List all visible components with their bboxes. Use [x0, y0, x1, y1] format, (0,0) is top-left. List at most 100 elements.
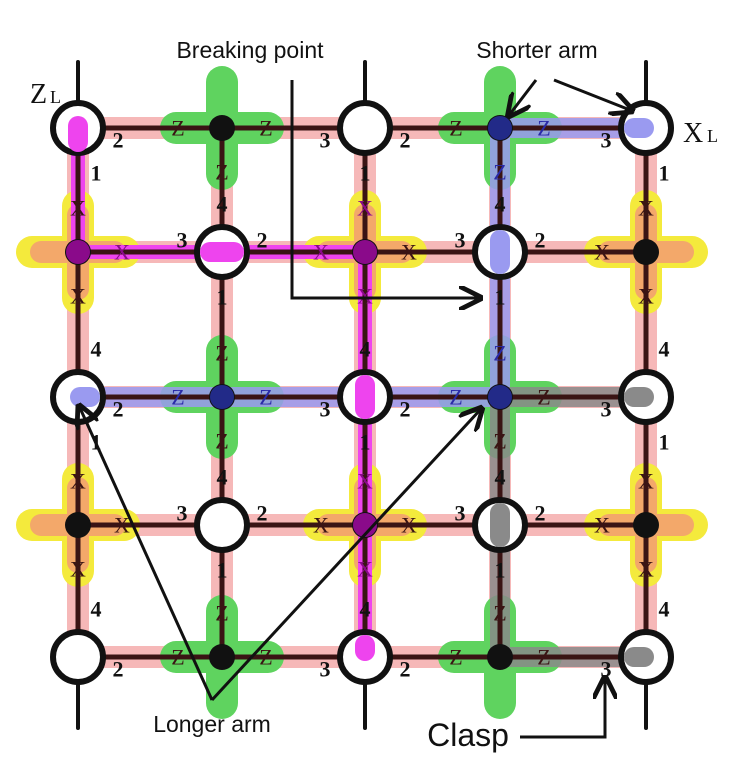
edge-number: 2 — [400, 128, 411, 153]
edge-number: 2 — [535, 228, 546, 253]
clasp-node-fill — [624, 647, 654, 667]
edge-number: 1 — [360, 161, 371, 186]
z-operator-letter: Z — [449, 385, 462, 410]
z-operator-letter: Z — [171, 116, 184, 141]
clasp-node-fill — [490, 503, 510, 547]
z-operator-letter: Z — [215, 160, 228, 185]
z-operator-letter: Z — [259, 645, 272, 670]
x-operator-letter: X — [70, 469, 86, 494]
breaking-point-arrow — [290, 80, 478, 298]
edge-number: 4 — [495, 192, 506, 217]
filled-vertex — [487, 644, 513, 670]
filled-vertex — [209, 115, 235, 141]
edge-number: 2 — [257, 501, 268, 526]
shorter-arm-label: Shorter arm — [476, 37, 597, 63]
edge-number: 4 — [91, 337, 102, 362]
z-operator-letter: Z — [171, 385, 184, 410]
z-logical-node-fill — [355, 375, 375, 419]
open-vertex — [194, 497, 250, 553]
edge-number: 2 — [535, 501, 546, 526]
edge-number: 3 — [177, 501, 188, 526]
edge-number: 1 — [495, 285, 506, 310]
x-operator-letter: X — [638, 196, 654, 221]
x-logical-vertex — [488, 385, 512, 409]
edge-number: 1 — [217, 558, 228, 583]
z-operator-letter: Z — [259, 116, 272, 141]
longer-arm-arrow-left — [80, 408, 214, 701]
annotation-arrows — [80, 78, 630, 739]
z-logical-vertex — [353, 513, 377, 537]
edge-number: 3 — [601, 397, 612, 422]
longer-arm-arrow-right — [210, 410, 480, 702]
z-operator-letter: Z — [493, 341, 506, 366]
edge-number: 1 — [659, 430, 670, 455]
edge-number: 3 — [601, 657, 612, 682]
edge-number: 3 — [177, 228, 188, 253]
edge-number: 4 — [360, 597, 371, 622]
x-operator-letter: X — [401, 240, 417, 265]
x-operator-letter: X — [357, 469, 373, 494]
z-operator-letter: Z — [493, 160, 506, 185]
edge-number: 3 — [455, 228, 466, 253]
z-operator-letter: Z — [493, 429, 506, 454]
edge-number: 2 — [113, 397, 124, 422]
x-operator-letter: X — [357, 196, 373, 221]
edge-number: 4 — [217, 192, 228, 217]
edge-number: 2 — [113, 657, 124, 682]
clasp-arrow — [520, 680, 605, 739]
x-logical-node-fill — [70, 387, 100, 407]
z-operator-letter: Z — [259, 385, 272, 410]
z-logical-label: Z L — [30, 79, 61, 110]
edge-number: 1 — [360, 430, 371, 455]
edge-number: 3 — [320, 397, 331, 422]
z-logical-vertex — [66, 240, 90, 264]
z-operator-letter: Z — [215, 341, 228, 366]
edge-number: 4 — [91, 597, 102, 622]
edge-number: 1 — [495, 558, 506, 583]
svg-text:L: L — [707, 126, 718, 146]
filled-vertex — [209, 644, 235, 670]
z-operator-letter: Z — [171, 645, 184, 670]
z-operator-letter: Z — [493, 601, 506, 626]
z-logical-node-fill — [355, 635, 375, 661]
z-logical-node-fill — [200, 242, 244, 262]
x-operator-letter: X — [638, 284, 654, 309]
x-operator-letter: X — [70, 196, 86, 221]
clasp-node-fill — [624, 387, 654, 407]
edge-number: 2 — [113, 128, 124, 153]
edge-number: 4 — [659, 337, 670, 362]
filled-vertex — [633, 512, 659, 538]
edge-number: 2 — [400, 657, 411, 682]
breaking-point-label: Breaking point — [176, 37, 324, 63]
z-logical-vertex — [353, 240, 377, 264]
svg-text:L: L — [50, 87, 61, 107]
edge-number: 4 — [217, 465, 228, 490]
edge-number: 3 — [320, 657, 331, 682]
x-logical-label: X L — [683, 118, 718, 149]
x-logical-vertex — [488, 116, 512, 140]
x-operator-letter: X — [70, 557, 86, 582]
x-operator-letter: X — [638, 557, 654, 582]
x-operator-letter: X — [313, 240, 329, 265]
shorter-arm-arrow-left — [510, 79, 538, 114]
z-operator-letter: Z — [449, 645, 462, 670]
x-operator-letter: X — [594, 513, 610, 538]
z-operator-letter: Z — [449, 116, 462, 141]
shorter-arm-arrow-right — [553, 78, 630, 110]
filled-vertex — [633, 239, 659, 265]
x-operator-letter: X — [114, 240, 130, 265]
edge-number: 4 — [495, 465, 506, 490]
edge-number: 3 — [455, 501, 466, 526]
edge-number: 4 — [360, 337, 371, 362]
x-operator-letter: X — [638, 469, 654, 494]
filled-vertex — [65, 512, 91, 538]
x-operator-letter: X — [401, 513, 417, 538]
x-operator-letter: X — [357, 284, 373, 309]
x-operator-letter: X — [594, 240, 610, 265]
svg-text:Z: Z — [30, 79, 47, 110]
edge-number: 4 — [659, 597, 670, 622]
z-operator-letter: Z — [537, 385, 550, 410]
z-logical-node-fill — [68, 116, 88, 152]
